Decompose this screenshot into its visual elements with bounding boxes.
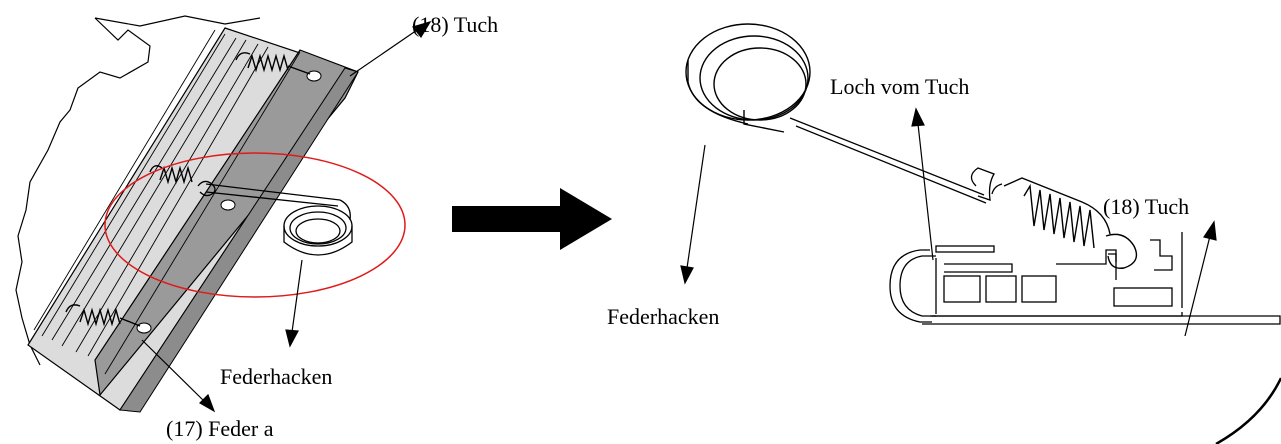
highlight-ellipse [104, 152, 406, 298]
cloth-outline [15, 17, 151, 366]
profile-bar-face [94, 49, 359, 397]
spring-hook-coil [685, 23, 811, 133]
spring-hook-wire [789, 117, 1003, 204]
label-cloth-hole: Loch vom Tuch [830, 74, 970, 99]
label-spring-left: (17) Feder a [166, 416, 274, 441]
cloth-curve [1215, 377, 1281, 444]
leader-arrows-right [680, 107, 1217, 337]
label-spring-hook-left: Federhacken [220, 364, 333, 389]
mounting-hole [306, 70, 322, 82]
profile-cross-section [889, 232, 1281, 325]
profile-bar-side [119, 67, 359, 413]
spring-hook-left [197, 180, 353, 256]
profile-grooves [33, 29, 301, 375]
spring-middle [149, 165, 193, 185]
label-cloth-right: (18) Tuch [1103, 194, 1190, 219]
leader-arrows-left [141, 20, 432, 413]
label-spring-hook-right: Federhacken [607, 304, 720, 329]
direction-arrow [452, 188, 612, 250]
left-assembly-view [15, 15, 432, 413]
spring-bottom [65, 304, 141, 327]
right-detail-view [680, 23, 1281, 444]
mounting-hole [136, 322, 152, 334]
extension-spring [1003, 177, 1138, 269]
cloth-upper-edge [94, 15, 261, 27]
label-cloth-left: (18) Tuch [412, 12, 499, 37]
mounting-hole [220, 199, 236, 211]
spring-top [235, 52, 311, 75]
